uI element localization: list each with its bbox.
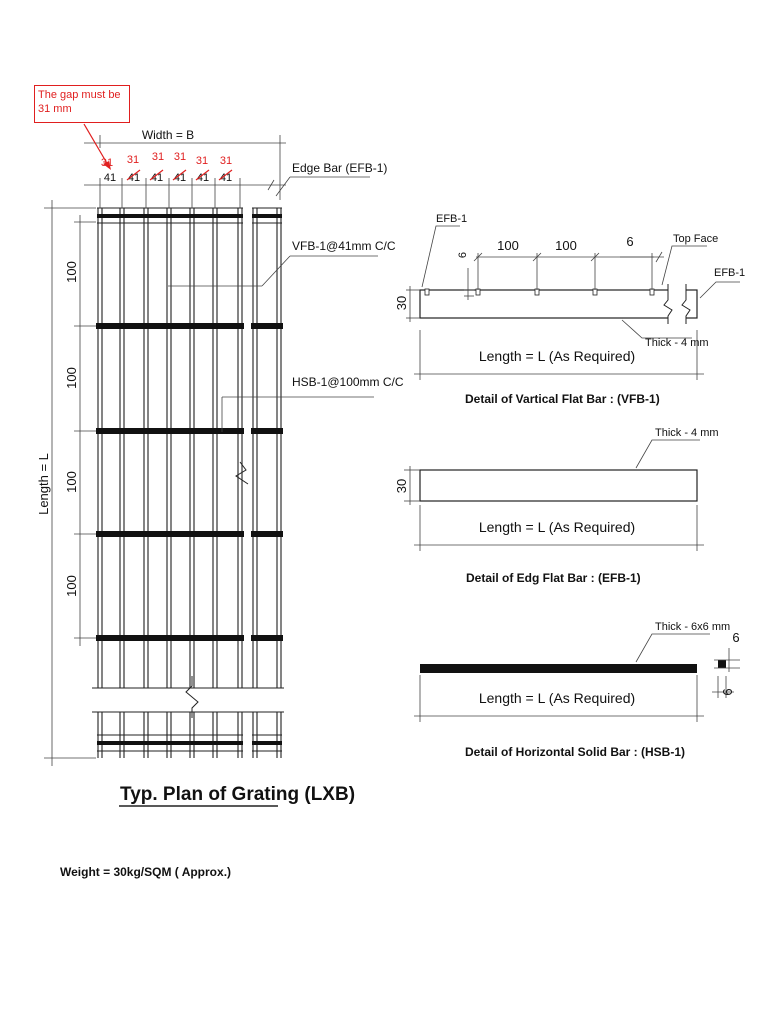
vfb-detail: 100 100 6 6 30 EFB-1 Top Face EFB-1 Thic…	[394, 213, 745, 406]
vfb-title: Detail of Vartical Flat Bar : (VFB-1)	[465, 392, 660, 406]
efb-title: Detail of Edg Flat Bar : (EFB-1)	[466, 571, 641, 585]
vfb-length: Length = L (As Required)	[479, 348, 635, 364]
spacing-value: 41	[174, 172, 186, 184]
vfb-leader	[168, 255, 378, 287]
weight-text: Weight = 30kg/SQM ( Approx.)	[60, 865, 231, 879]
vfb-thick: Thick - 4 mm	[645, 337, 709, 349]
bottom-edge-bar	[97, 734, 282, 752]
corrected-value: 31	[220, 155, 232, 167]
hsb-dim-6a: 6	[732, 630, 739, 645]
dim-100b: 100	[555, 238, 577, 253]
plan-title: Typ. Plan of Grating (LXB)	[120, 784, 355, 805]
top-face-label: Top Face	[673, 233, 718, 245]
spacing-value: 41	[104, 172, 116, 184]
width-dimension	[84, 135, 286, 208]
break-lines	[92, 461, 284, 718]
gap-note-text: The gap must be 31 mm	[38, 89, 121, 115]
dim-6-top: 6	[626, 234, 633, 249]
vertical-bars	[97, 208, 282, 758]
vfb-notches	[424, 288, 655, 296]
efb-height: 30	[394, 479, 409, 493]
grating-plan: Width = B 41 41 41 41 41 41 31 31 31 31 …	[36, 123, 404, 807]
vfb-height: 30	[394, 296, 409, 310]
spacing-value: 41	[197, 172, 209, 184]
dim-6-side: 6	[457, 252, 469, 258]
efb-right-label: EFB-1	[714, 267, 745, 279]
hsb-thick: Thick - 6x6 mm	[655, 621, 730, 633]
efb-length: Length = L (As Required)	[479, 519, 635, 535]
hsb-title: Detail of Horizontal Solid Bar : (HSB-1)	[465, 745, 685, 759]
spacing-value: 41	[220, 172, 232, 184]
top-edge-bar	[97, 207, 282, 224]
note-arrow	[83, 123, 111, 170]
side-dim: 100	[64, 575, 79, 597]
efb-thick: Thick - 4 mm	[655, 427, 719, 439]
length-label: Length = L	[36, 453, 51, 515]
hsb-length: Length = L (As Required)	[479, 690, 635, 706]
vfb-label: VFB-1@41mm C/C	[292, 239, 396, 253]
edge-bar-label: Edge Bar (EFB-1)	[292, 161, 387, 175]
spacing-labels: 41 41 41 41 41 41 31 31 31 31 31 31	[101, 151, 233, 184]
efb-detail: Thick - 4 mm 30 Length = L (As Required)…	[394, 427, 719, 585]
hsb-label: HSB-1@100mm C/C	[292, 375, 404, 389]
side-dim: 100	[64, 471, 79, 493]
corrected-value: 31	[127, 154, 139, 166]
corrected-value: 31	[196, 155, 208, 167]
efb-left-label: EFB-1	[436, 213, 467, 225]
hsb-detail: Thick - 6x6 mm 6 6 Length = L (As Requir…	[414, 621, 740, 759]
hsb-dim-6b: 6	[720, 688, 735, 695]
side-dim: 100	[64, 367, 79, 389]
length-dimension	[44, 200, 96, 766]
hsb-leader	[221, 396, 374, 432]
side-dim: 100	[64, 261, 79, 283]
gap-note: The gap must be 31 mm	[34, 85, 130, 123]
spacing-value: 41	[128, 172, 140, 184]
edge-bar-leader	[275, 176, 370, 197]
width-label: Width = B	[142, 128, 194, 142]
dim-100a: 100	[497, 238, 519, 253]
corrected-value: 31	[174, 151, 186, 163]
spacing-value: 41	[151, 172, 163, 184]
horizontal-solid-bars	[96, 323, 283, 641]
corrected-value: 31	[152, 151, 164, 163]
